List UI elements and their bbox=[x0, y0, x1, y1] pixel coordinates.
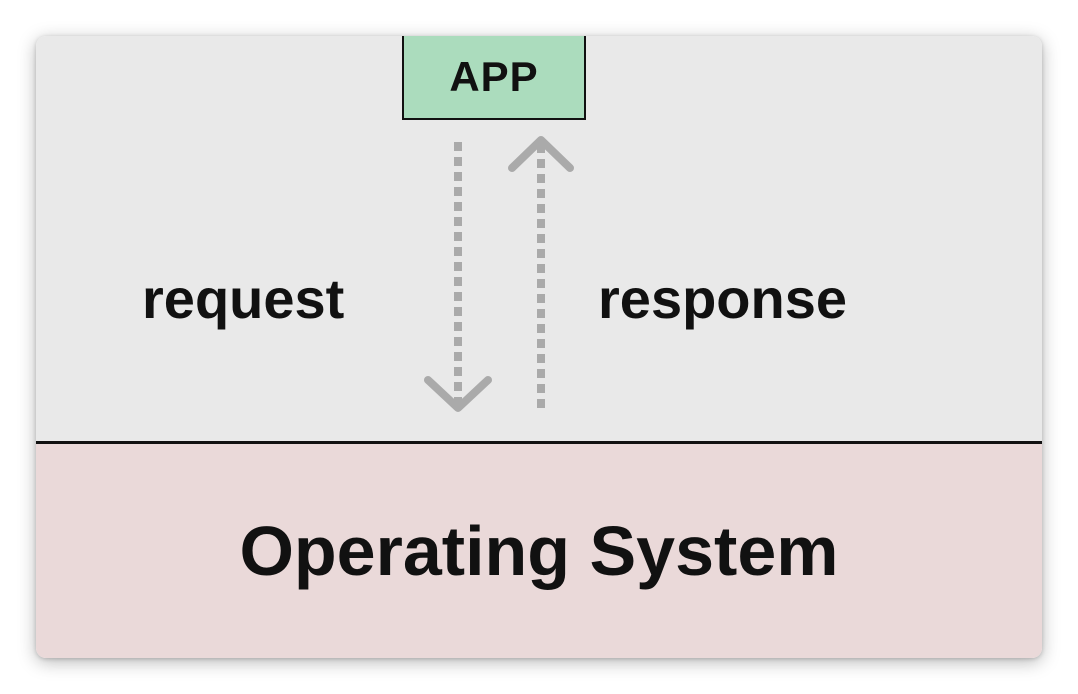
diagram-card: APP request response Operating System bbox=[36, 36, 1042, 658]
os-label: Operating System bbox=[239, 512, 839, 590]
operating-system-layer: Operating System bbox=[36, 444, 1042, 658]
response-label: response bbox=[598, 267, 847, 330]
layer-divider bbox=[36, 441, 1042, 444]
app-label: APP bbox=[449, 53, 539, 100]
arrows-layer bbox=[424, 136, 574, 412]
request-arrow-head bbox=[424, 376, 492, 412]
app-box: APP bbox=[402, 36, 586, 120]
request-label: request bbox=[142, 267, 345, 330]
response-arrow-head bbox=[508, 136, 574, 172]
